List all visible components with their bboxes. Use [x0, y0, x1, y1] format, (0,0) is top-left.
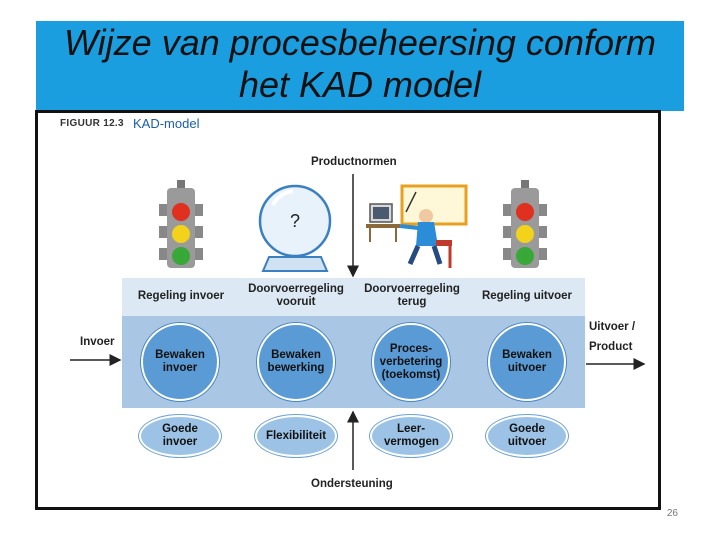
outcome-label: Goede invoer: [162, 423, 198, 448]
outcome-label: Flexibiliteit: [265, 429, 327, 442]
monitor-label: Bewaken bewerking: [267, 349, 325, 374]
worker-at-computer-icon: [360, 182, 468, 272]
monitor-circle: Bewaken invoer: [141, 323, 219, 401]
monitor-label: Bewaken invoer: [155, 349, 205, 374]
outcome-oval: Goede invoer: [139, 415, 221, 457]
traffic-light-icon: [159, 180, 203, 268]
monitor-label: Bewaken uitvoer: [502, 349, 552, 374]
slide-title: Wijze van procesbeheersing conform het K…: [64, 22, 656, 105]
control-label: Regeling invoer: [137, 290, 225, 302]
outcome-oval: Goede uitvoer: [486, 415, 568, 457]
monitor-circle: Proces-verbetering (toekomst): [372, 323, 450, 401]
input-label: Invoer: [80, 336, 115, 348]
crystal-ball-icon: ?: [258, 184, 332, 272]
outcome-oval: Flexibiliteit: [255, 415, 337, 457]
outcome-label: Goede uitvoer: [507, 423, 547, 448]
monitor-circle: Bewaken uitvoer: [488, 323, 566, 401]
control-band: [122, 278, 585, 316]
question-mark: ?: [290, 211, 300, 231]
monitor-label: Proces-verbetering (toekomst): [379, 342, 443, 381]
outcome-label: Leer-vermogen: [384, 423, 439, 448]
page-number: 26: [666, 508, 678, 519]
product-norms-label: Productnormen: [311, 156, 397, 168]
figure-label: FIGUUR 12.3: [60, 118, 124, 129]
traffic-light-icon: [503, 180, 547, 268]
monitor-circle: Bewaken bewerking: [257, 323, 335, 401]
output-label: Uitvoer / Product: [589, 321, 636, 353]
control-label: Doorvoerregeling terug: [364, 283, 460, 308]
control-label: Regeling uitvoer: [481, 290, 573, 302]
control-label: Doorvoerregeling vooruit: [248, 283, 344, 308]
figure-caption: KAD-model: [133, 116, 200, 131]
title-bar: [36, 21, 684, 111]
support-label: Ondersteuning: [311, 478, 393, 490]
outcome-oval: Leer-vermogen: [370, 415, 452, 457]
